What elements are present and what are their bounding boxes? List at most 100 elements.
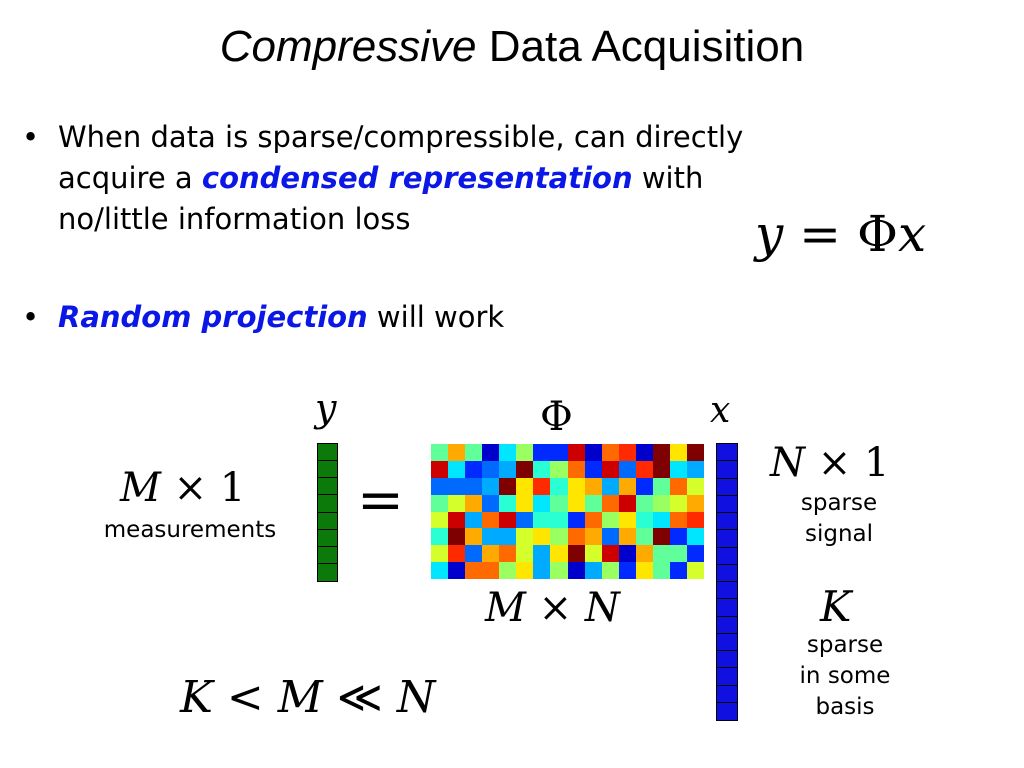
matrix-cell — [584, 460, 602, 478]
matrix-cell — [465, 460, 483, 478]
matrix-cell — [618, 511, 636, 529]
matrix-cell — [669, 511, 687, 529]
matrix-cell — [482, 477, 500, 495]
matrix-cell — [550, 494, 568, 512]
matrix-cell — [635, 545, 653, 563]
bullet-text: Random projection will work — [58, 300, 505, 334]
matrix-cell — [448, 460, 466, 478]
matrix-cell — [618, 494, 636, 512]
inequality: K < M ≪ N — [180, 672, 436, 723]
matrix-cell — [482, 528, 500, 546]
vector-cell — [318, 563, 337, 581]
matrix-cell — [618, 562, 636, 579]
vector-cell — [717, 547, 737, 565]
matrix-cell — [465, 562, 483, 579]
matrix-cell — [618, 460, 636, 478]
matrix-cell — [635, 444, 653, 461]
vector-cell — [717, 633, 737, 651]
matrix-cell — [533, 528, 551, 546]
matrix-cell — [516, 460, 534, 478]
matrix-cell — [635, 460, 653, 478]
matrix-cell — [652, 511, 670, 529]
vector-cell — [717, 599, 737, 617]
vector-cell — [717, 461, 737, 479]
matrix-cell — [431, 545, 449, 563]
matrix-cell — [431, 494, 449, 512]
matrix-cell — [516, 494, 534, 512]
matrix-cell — [448, 477, 466, 495]
matrix-cell — [431, 511, 449, 529]
matrix-cell — [448, 511, 466, 529]
matrix-cell — [465, 444, 483, 461]
left-dimension: M × 1 — [120, 465, 246, 511]
matrix-cell — [533, 460, 551, 478]
equation: y = Φx — [755, 205, 927, 263]
matrix-cell — [669, 444, 687, 461]
matrix-cell — [550, 511, 568, 529]
matrix-cell — [618, 545, 636, 563]
bullet-line: no/little information loss — [58, 202, 411, 236]
matrix-cell — [465, 477, 483, 495]
label-line: sparse — [800, 490, 878, 516]
matrix-cell — [652, 528, 670, 546]
matrix-cell — [601, 528, 619, 546]
phi-matrix — [431, 444, 704, 579]
matrix-cell — [499, 494, 517, 512]
vector-cell — [318, 512, 337, 530]
matrix-cell — [584, 528, 602, 546]
matrix-cell — [584, 444, 602, 461]
matrix-cell — [618, 444, 636, 461]
matrix-cell — [584, 562, 602, 579]
matrix-cell — [499, 444, 517, 461]
matrix-cell — [499, 562, 517, 579]
matrix-cell — [499, 545, 517, 563]
matrix-cell — [550, 477, 568, 495]
matrix-cell — [465, 545, 483, 563]
matrix-cell — [516, 477, 534, 495]
matrix-cell — [584, 494, 602, 512]
matrix-cell — [465, 528, 483, 546]
label-line: in some — [799, 663, 891, 689]
matrix-cell — [499, 460, 517, 478]
matrix-cell — [669, 460, 687, 478]
matrix-cell — [686, 477, 704, 495]
bullet-dot: • — [22, 300, 40, 334]
vector-cell — [717, 668, 737, 686]
matrix-cell — [533, 494, 551, 512]
matrix-cell — [567, 562, 585, 579]
label-line: signal — [804, 521, 874, 547]
matrix-cell — [686, 545, 704, 563]
x-label: x — [710, 390, 731, 431]
x-vector — [716, 443, 738, 721]
phi-label: Φ — [540, 394, 573, 440]
matrix-cell — [601, 444, 619, 461]
matrix-cell — [550, 545, 568, 563]
matrix-cell — [482, 460, 500, 478]
matrix-cell — [669, 477, 687, 495]
sparse-basis-label: sparse in some basis — [775, 630, 915, 723]
matrix-cell — [652, 494, 670, 512]
matrix-cell — [669, 528, 687, 546]
matrix-cell — [686, 494, 704, 512]
matrix-cell — [567, 477, 585, 495]
matrix-cell — [448, 562, 466, 579]
matrix-cell — [652, 562, 670, 579]
matrix-cell — [448, 528, 466, 546]
matrix-cell — [635, 511, 653, 529]
matrix-cell — [601, 460, 619, 478]
y-label: y — [315, 386, 337, 430]
page-title: Compressive Data Acquisition — [219, 22, 805, 71]
matrix-cell — [482, 494, 500, 512]
matrix-cell — [516, 444, 534, 461]
vector-cell — [717, 444, 737, 462]
matrix-cell — [465, 511, 483, 529]
matrix-cell — [550, 460, 568, 478]
matrix-cell — [618, 528, 636, 546]
matrix-cell — [584, 477, 602, 495]
equals-sign: = — [357, 468, 404, 533]
matrix-cell — [686, 444, 704, 461]
vector-cell — [318, 461, 337, 479]
matrix-cell — [448, 444, 466, 461]
matrix-cell — [601, 494, 619, 512]
bullet-text: When data is sparse/compressible, can di… — [58, 117, 918, 240]
